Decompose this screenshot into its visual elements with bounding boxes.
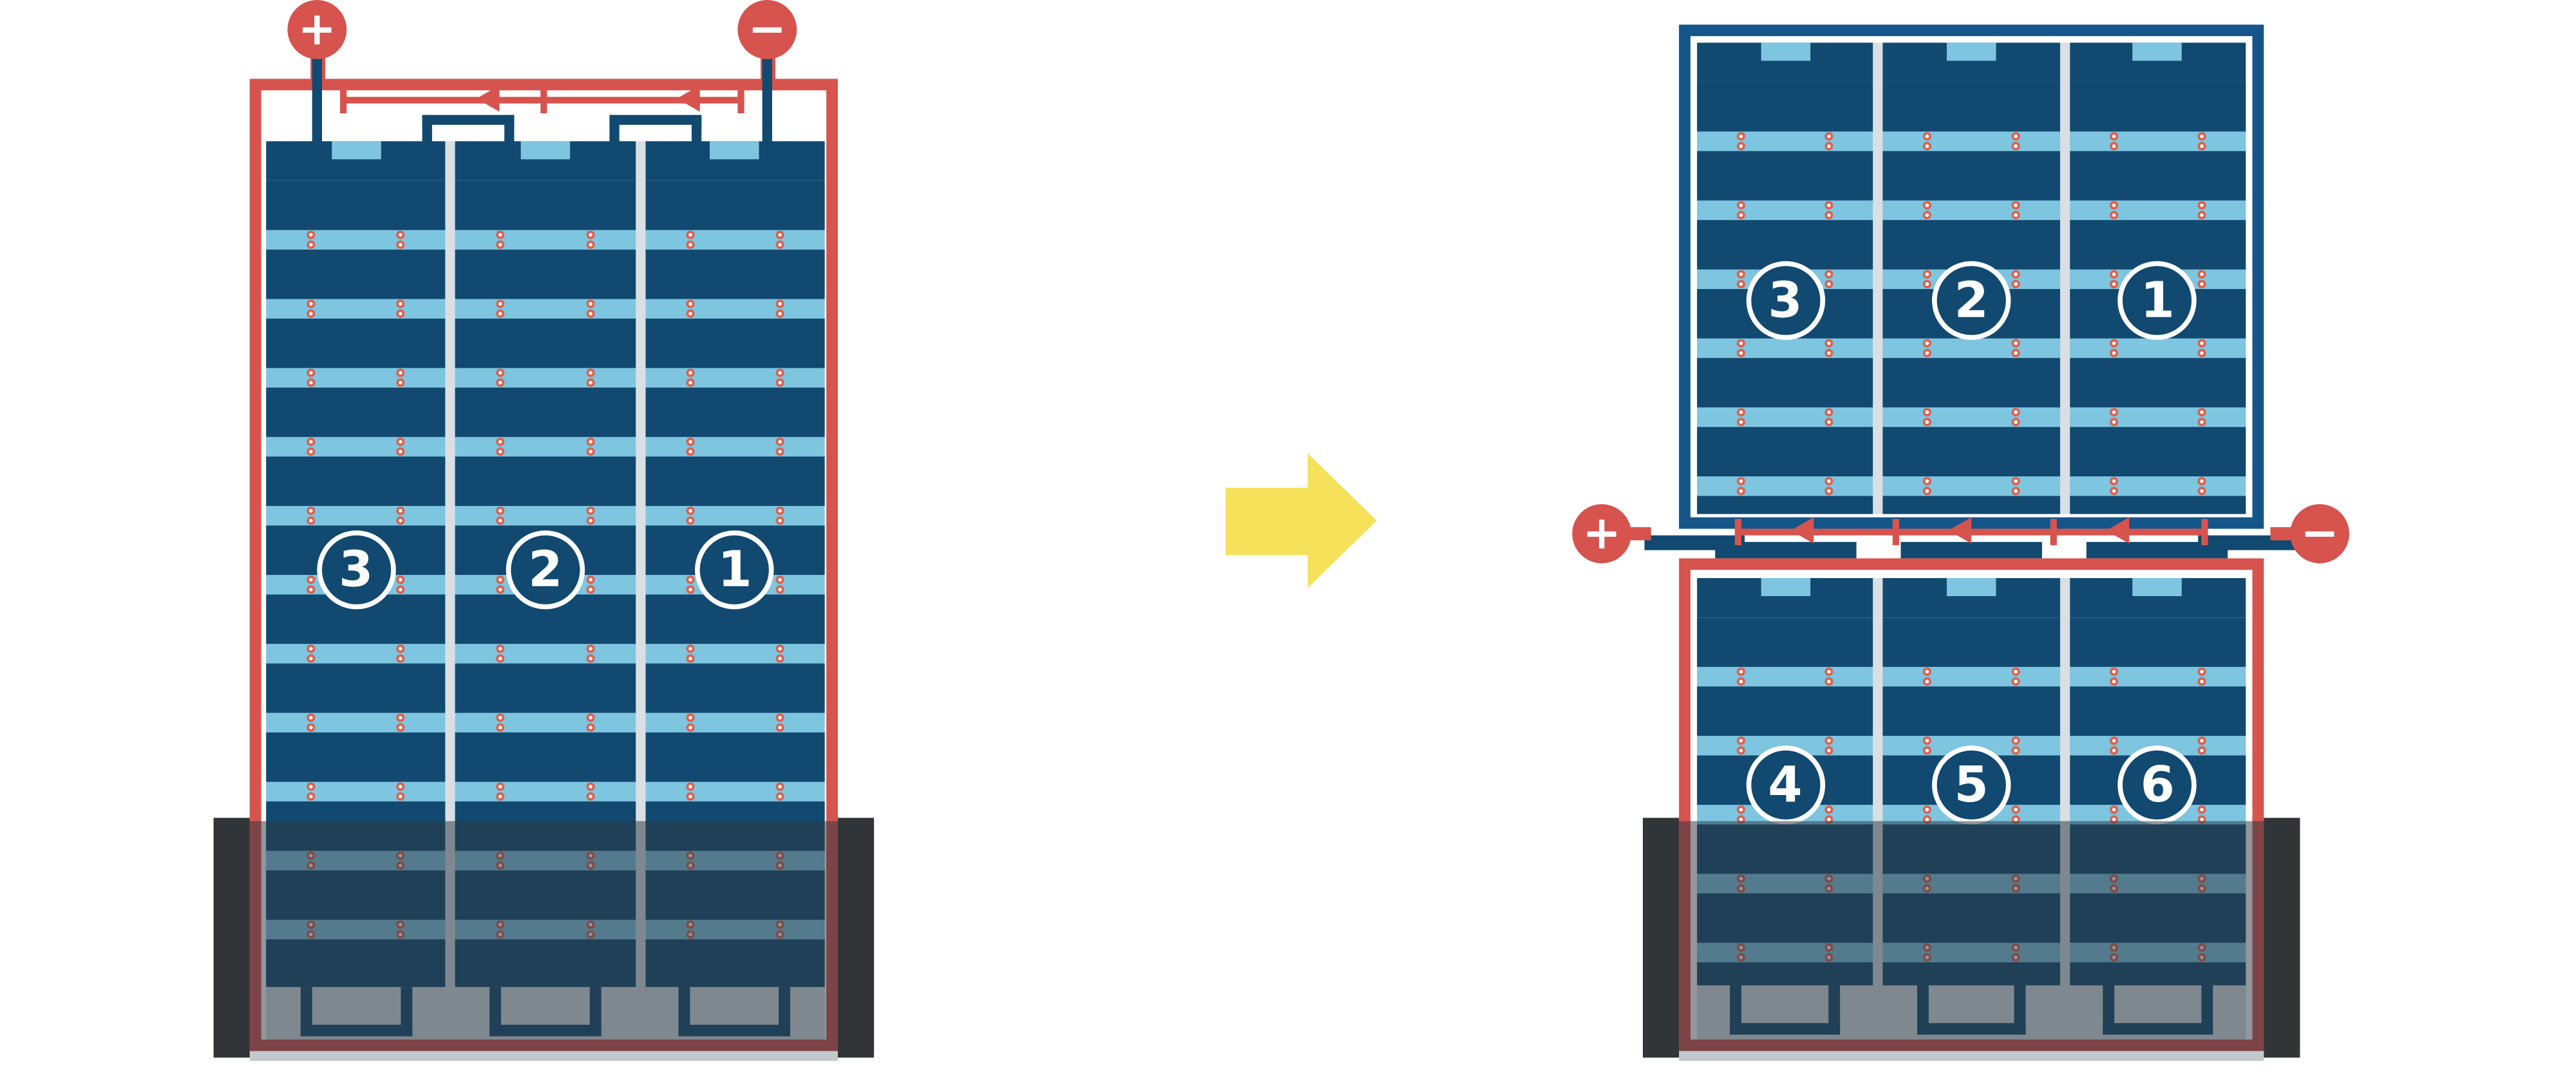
cell-string-column: 1 [2069, 42, 2246, 514]
current-line-tick [737, 86, 744, 113]
busbar-notch [2132, 577, 2183, 597]
current-direction-arrow-icon [476, 85, 500, 112]
shade-clamp-bar [2264, 818, 2300, 1058]
string-top-busbar [455, 141, 636, 181]
string-number-badge: 4 [1745, 745, 1825, 825]
shade-clamp-bar [838, 818, 875, 1058]
current-line-tick [2201, 518, 2208, 545]
string-top-busbar [2069, 42, 2246, 82]
busbar-notch [331, 141, 381, 160]
string-top-busbar [1883, 42, 2060, 82]
current-line-tick [540, 86, 547, 113]
string-top-busbar [645, 141, 825, 181]
current-direction-line [1734, 528, 2208, 535]
shade-overlay [1643, 821, 2300, 1051]
transform-arrow-icon [1226, 487, 1308, 556]
string-number-badge: 3 [316, 530, 395, 610]
string-number-badge: 2 [1931, 261, 2011, 341]
current-direction-arrow-icon [677, 85, 700, 112]
current-direction-arrow-icon [1790, 517, 1814, 544]
cell-string-column: 3 [1697, 42, 1873, 514]
busbar-notch [520, 141, 571, 160]
negative-lead-wire [762, 55, 772, 145]
string-top-busbar [1697, 577, 1873, 618]
plus-terminal-icon: + [287, 0, 347, 59]
string-series-jumper [609, 115, 702, 145]
string-top-busbar [1883, 577, 2060, 618]
current-line-tick [1892, 518, 1899, 545]
negative-terminal-stub [2270, 527, 2294, 541]
positive-lead-wire [1644, 535, 1745, 550]
current-line-tick [2050, 518, 2057, 545]
string-series-jumper [422, 115, 515, 145]
busbar-notch [1760, 42, 1810, 61]
current-direction-arrow-icon [1948, 517, 1972, 544]
current-line-tick [340, 86, 347, 113]
string-top-busbar [1697, 42, 1873, 82]
string-number-badge: 1 [2118, 261, 2197, 341]
right-top-module-panel: 3 2 1 [1697, 42, 2246, 514]
string-number-badge: 1 [695, 530, 775, 610]
busbar-notch [1946, 577, 1996, 597]
string-top-busbar [266, 141, 446, 181]
plus-terminal-icon: + [1572, 504, 1632, 563]
string-top-busbar [2069, 577, 2246, 618]
transform-arrow-head-icon [1307, 453, 1377, 588]
current-line-tick [1734, 518, 1742, 545]
string-number-badge: 3 [1745, 261, 1825, 341]
cell-string-column: 2 [1883, 42, 2060, 514]
positive-lead-wire [312, 55, 322, 145]
busbar-notch [1946, 42, 1996, 61]
busbar-notch [2132, 42, 2183, 61]
busbar-notch [710, 141, 760, 160]
right-top-module-frame [1679, 24, 2264, 529]
module-base-strip [249, 1051, 838, 1061]
shade-clamp-bar [213, 818, 250, 1058]
inter-module-busbar [1900, 541, 2042, 559]
module-base-strip [1679, 1051, 2264, 1061]
positive-terminal-stub [1628, 527, 1651, 541]
shade-clamp-bar [1643, 818, 1680, 1058]
shade-overlay [213, 821, 875, 1051]
minus-terminal-icon: − [737, 0, 797, 59]
minus-terminal-icon: − [2290, 504, 2349, 563]
string-number-badge: 6 [2118, 745, 2197, 825]
string-number-badge: 2 [506, 530, 585, 610]
current-direction-arrow-icon [2106, 517, 2130, 544]
solar-cells-pattern [1697, 82, 1873, 514]
busbar-notch [1760, 577, 1810, 597]
